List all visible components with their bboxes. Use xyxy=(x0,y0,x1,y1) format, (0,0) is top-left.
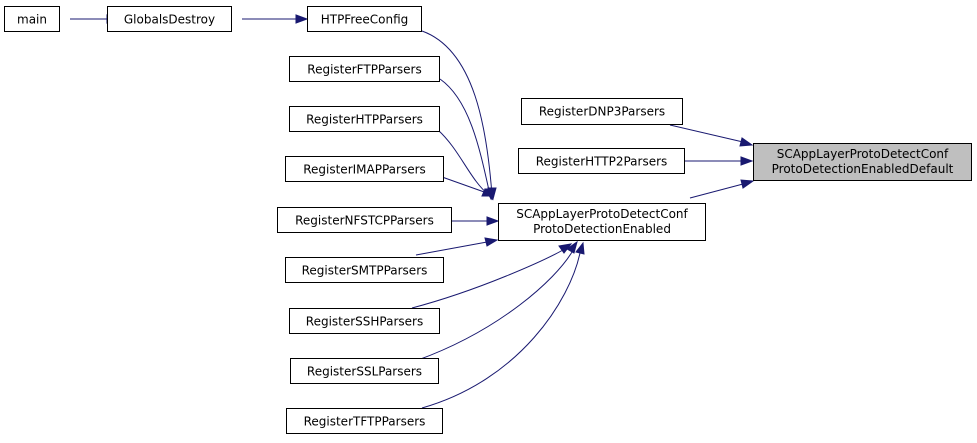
node-globalsdestroy-label: GlobalsDestroy xyxy=(124,13,215,27)
node-protodetectionenabled[interactable]: SCAppLayerProtoDetectConf ProtoDetection… xyxy=(498,203,706,241)
edge-enabled-smtp xyxy=(415,237,499,256)
edge-default-dnp3 xyxy=(669,124,754,147)
edge-enabled-htp xyxy=(437,129,493,201)
node-registerhtpparsers-label: RegisterHTPParsers xyxy=(306,113,423,127)
node-registerimapparsers-label: RegisterIMAPParsers xyxy=(303,163,426,177)
node-registersshparsers[interactable]: RegisterSSHParsers xyxy=(289,308,440,334)
node-protodetectionenableddefault[interactable]: SCAppLayerProtoDetectConf ProtoDetection… xyxy=(753,143,972,181)
node-main-label: main xyxy=(17,13,47,27)
edge-enabled-ssl xyxy=(417,240,578,361)
edge-enabled-nfstcp xyxy=(452,216,500,226)
node-registerdnp3parsers[interactable]: RegisterDNP3Parsers xyxy=(521,98,683,125)
node-registerdnp3parsers-label: RegisterDNP3Parsers xyxy=(539,105,665,119)
node-registernfstcpparsers[interactable]: RegisterNFSTCPParsers xyxy=(277,207,452,233)
node-registerhtpparsers[interactable]: RegisterHTPParsers xyxy=(289,106,440,132)
node-registersslparsers-label: RegisterSSLParsers xyxy=(307,365,422,379)
node-protodetectionenabled-label-line1: SCAppLayerProtoDetectConf xyxy=(516,207,688,221)
node-registerftpparsers[interactable]: RegisterFTPParsers xyxy=(289,56,440,82)
node-registertftpparsers-label: RegisterTFTPParsers xyxy=(304,415,426,429)
node-htpfreeconfig[interactable]: HTPFreeConfig xyxy=(307,6,422,32)
node-protodetectionenableddefault-label-line2: ProtoDetectionEnabledDefault xyxy=(772,162,954,176)
node-registersshparsers-label: RegisterSSHParsers xyxy=(306,315,423,329)
edge-default-enabled xyxy=(689,179,755,199)
node-protodetectionenableddefault-label-line1: SCAppLayerProtoDetectConf xyxy=(777,147,949,161)
node-registerftpparsers-label: RegisterFTPParsers xyxy=(307,63,421,77)
node-registertftpparsers[interactable]: RegisterTFTPParsers xyxy=(286,408,443,434)
edge-default-http2 xyxy=(684,156,754,166)
edge-htpfreeconfig-globalsdestroy xyxy=(242,14,309,24)
edge-enabled-tftp xyxy=(421,241,585,409)
edge-enabled-ftp xyxy=(439,78,495,201)
node-registersmtpparsers-label: RegisterSMTPParsers xyxy=(302,264,428,278)
node-registersmtpparsers[interactable]: RegisterSMTPParsers xyxy=(285,257,444,283)
node-globalsdestroy[interactable]: GlobalsDestroy xyxy=(107,6,232,32)
node-protodetectionenabled-label-line2: ProtoDetectionEnabled xyxy=(533,222,671,236)
node-htpfreeconfig-label: HTPFreeConfig xyxy=(321,13,409,27)
node-registerimapparsers[interactable]: RegisterIMAPParsers xyxy=(285,156,444,182)
node-main[interactable]: main xyxy=(4,6,60,32)
node-registerhttp2parsers-label: RegisterHTTP2Parsers xyxy=(536,155,668,169)
node-registersslparsers[interactable]: RegisterSSLParsers xyxy=(290,358,439,384)
node-registerhttp2parsers[interactable]: RegisterHTTP2Parsers xyxy=(518,148,685,174)
node-registernfstcpparsers-label: RegisterNFSTCPParsers xyxy=(295,214,434,228)
